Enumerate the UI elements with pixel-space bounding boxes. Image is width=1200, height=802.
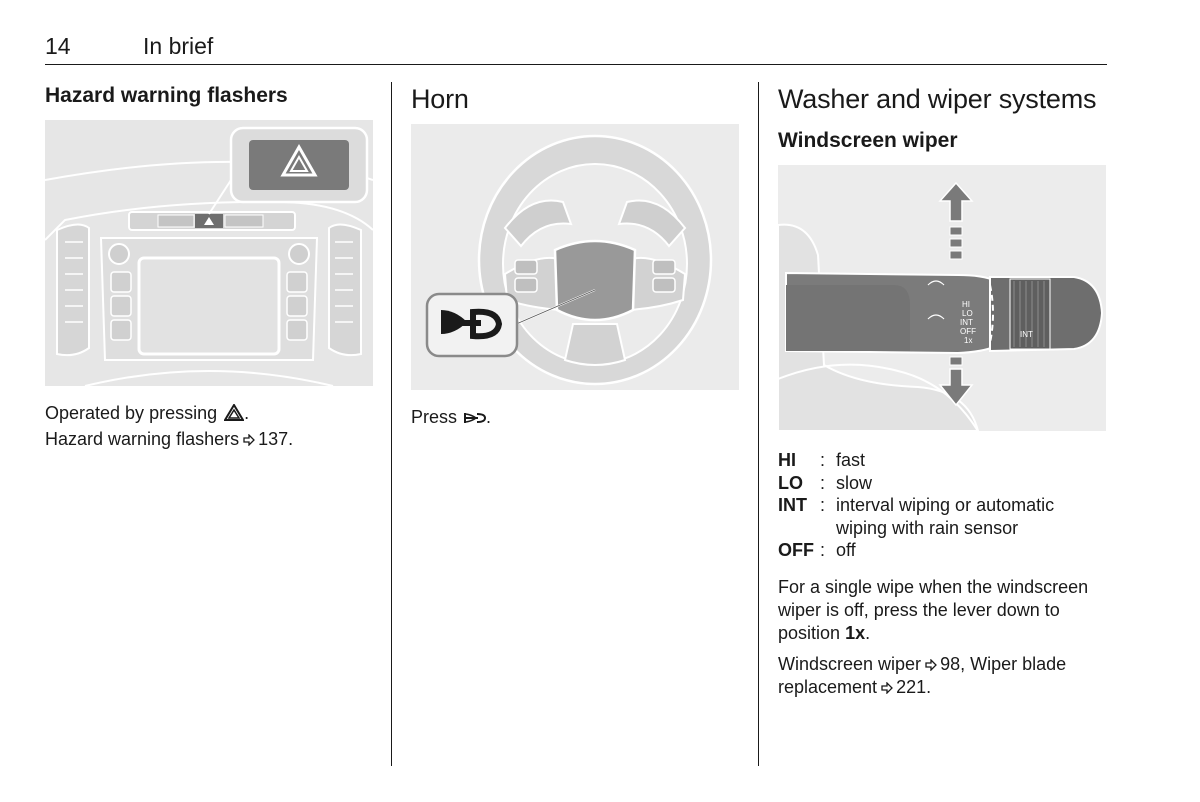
page-header: 14 In brief <box>45 33 1107 65</box>
lever-label-off: OFF <box>960 327 976 336</box>
legend-separator: : <box>820 495 826 515</box>
lever-ring-label: INT <box>1020 330 1033 339</box>
legend-separator: : <box>820 540 826 560</box>
hazard-triangle-icon <box>224 404 245 421</box>
page-reference-icon <box>925 658 937 671</box>
hazard-text-1: Operated by pressing . <box>45 403 250 423</box>
hazard-column: Hazard warning flashers <box>45 82 375 451</box>
horn-icon <box>464 413 487 423</box>
wiper-page-link[interactable]: 98, Wiper blade replacement <box>778 653 1067 697</box>
legend-key: INT <box>778 495 807 515</box>
lever-label-int: INT <box>960 318 973 327</box>
legend-row: INT : interval wiping or automatic wipin… <box>778 494 1108 539</box>
legend-row: LO : slow <box>778 472 1108 495</box>
legend-separator: : <box>820 450 826 470</box>
wiper-column: Washer and wiper systems Windscreen wipe… <box>778 82 1108 699</box>
page-reference-icon <box>243 434 256 446</box>
legend-key: HI <box>778 450 796 470</box>
horn-illustration <box>411 124 739 390</box>
section-title: In brief <box>143 33 214 59</box>
legend-key: OFF <box>778 540 814 560</box>
column-divider <box>391 82 392 766</box>
horn-heading: Horn <box>411 84 469 114</box>
legend-value: fast <box>836 450 866 470</box>
wiper-subheading: Windscreen wiper <box>778 129 958 152</box>
wiper-section-heading: Washer and wiper systems <box>778 84 1097 114</box>
legend-value: slow <box>836 472 873 493</box>
legend-separator: : <box>820 472 826 493</box>
blade-page-link[interactable]: 221. <box>896 676 932 697</box>
hazard-illustration <box>45 120 373 386</box>
lever-label-1x: 1x <box>964 336 972 345</box>
single-wipe-text: For a single wipe when the windscreen wi… <box>778 576 1089 643</box>
page-reference-icon <box>881 681 893 694</box>
wiper-lever-illustration: INT HI LO INT OFF 1x <box>778 165 1106 431</box>
page-number: 14 <box>45 33 71 59</box>
legend-value: interval wiping or automatic wiping with… <box>836 495 1055 538</box>
position-1x: 1x <box>845 622 866 643</box>
lever-label-lo: LO <box>962 309 973 318</box>
legend-value: off <box>836 540 856 560</box>
column-divider <box>758 82 759 766</box>
legend-key: LO <box>778 472 803 493</box>
horn-column: Horn <box>411 82 741 429</box>
wiper-legend: HI : fast LO : slow INT : interval wipin… <box>778 449 1108 562</box>
hazard-heading: Hazard warning flashers <box>45 84 288 107</box>
legend-row: HI : fast <box>778 449 1108 472</box>
horn-text: Press . <box>411 407 492 427</box>
legend-row: OFF : off <box>778 539 1108 562</box>
hazard-page-link[interactable]: 137. <box>258 429 294 449</box>
lever-label-hi: HI <box>962 300 970 309</box>
